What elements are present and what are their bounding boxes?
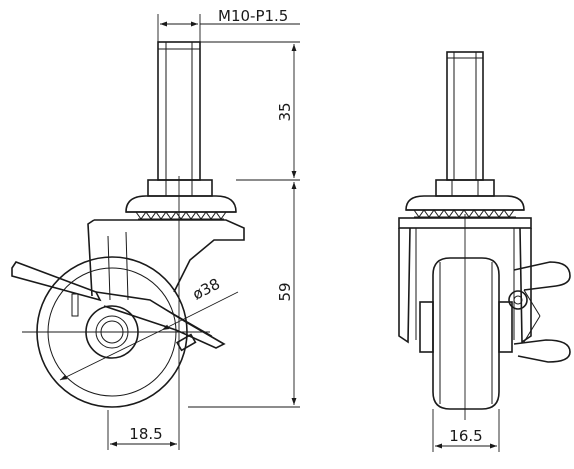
offset-label: 18.5 [129,425,162,443]
side-threaded-stem [157,41,201,181]
front-wheel [419,257,513,410]
side-brake-pedal [11,261,226,352]
side-fork-housing [87,219,245,301]
side-view [11,41,245,450]
side-dimensions: M10-P1.5 35 59 ø38 18.5 [59,7,300,450]
front-swivel-plate [405,195,525,218]
side-swivel-plate [125,195,237,220]
stem-length-label: 35 [276,102,294,121]
wheel-width-label: 16.5 [449,427,482,445]
front-view [398,51,571,420]
front-brake-lever [508,261,571,363]
front-dimensions: 16.5 [432,409,500,452]
height-label: 59 [276,282,294,301]
thread-dimension-label: M10-P1.5 [218,7,288,25]
side-hex-nut [147,179,213,197]
front-hex-nut [435,179,495,197]
wheel-diameter-label: ø38 [190,275,223,304]
front-threaded-stem [446,51,484,181]
